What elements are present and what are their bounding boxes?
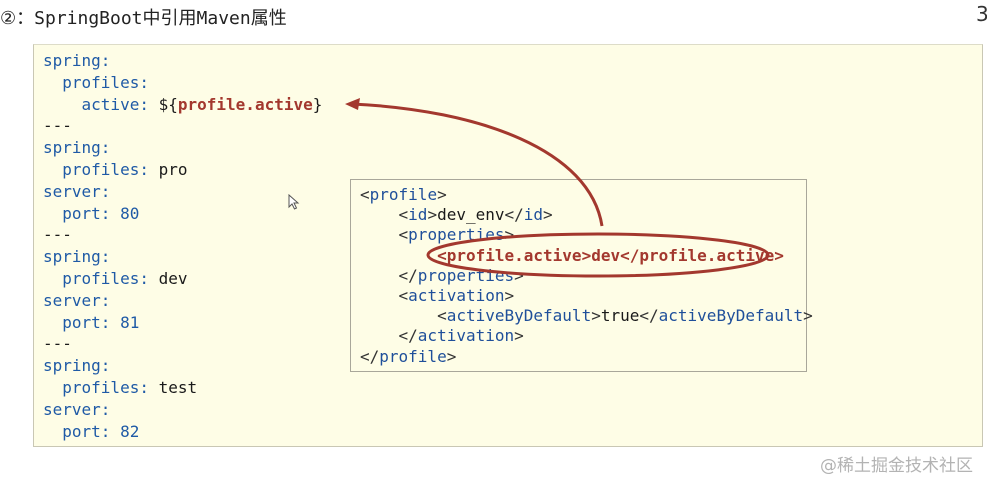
xml-line-profile-open: <profile> [360,185,447,204]
yaml-line-active: active: ${profile.active} [81,94,323,114]
heading-text-cjk-1: 中引用 [142,8,197,29]
yaml-line: spring: [43,247,111,267]
xml-line-profile-active: <profile.active>dev</profile.active> [437,245,784,265]
xml-line-profile-close: </profile> [360,346,457,366]
yaml-line: server: [43,181,111,201]
yaml-separator: --- [43,116,72,136]
yaml-line: profiles: pro [62,159,188,179]
yaml-separator: --- [43,334,72,354]
heading-marker: ②： [0,8,35,29]
yaml-line: profiles: [62,72,149,92]
yaml-line: port: 80 [62,203,140,223]
yaml-lines: spring: profiles: active: ${profile.acti… [43,50,322,442]
xml-line-active-by-default: <activeByDefault>true</activeByDefault> [437,306,813,326]
yaml-line: server: [43,290,111,310]
heading-text-cjk-2: 属性 [250,8,287,29]
yaml-separator: --- [43,225,72,245]
yaml-line: port: 81 [62,312,140,332]
yaml-line: spring: [43,138,111,158]
xml-lines: <profile> <id>dev_env</id> <properties> … [360,185,813,367]
watermark: @稀土掘金技术社区 [820,456,973,476]
profile-active-reference: profile.active [177,94,313,114]
xml-line-properties-close: </properties> [398,265,524,285]
yaml-line: profiles: dev [62,268,188,288]
section-heading: ②：SpringBoot中引用Maven属性 [0,4,287,30]
mouse-cursor-icon [288,194,300,210]
xml-code-block: <profile> <id>dev_env</id> <properties> … [350,179,813,372]
yaml-line: profiles: test [62,377,198,397]
yaml-line: spring: [43,356,111,376]
heading-text-prefix: SpringBoot [34,8,143,29]
xml-line-activation-open: <activation> [398,286,515,306]
xml-line-properties-open: <properties> [398,225,515,245]
xml-line-id: <id>dev_env</id> [398,205,553,225]
yaml-line: port: 82 [62,421,140,441]
yaml-line: spring: [43,51,111,70]
corner-glyph: 3 [976,2,987,26]
heading-text-maven: Maven [196,8,251,29]
yaml-line: server: [43,399,111,419]
xml-line-activation-close: </activation> [398,326,524,346]
